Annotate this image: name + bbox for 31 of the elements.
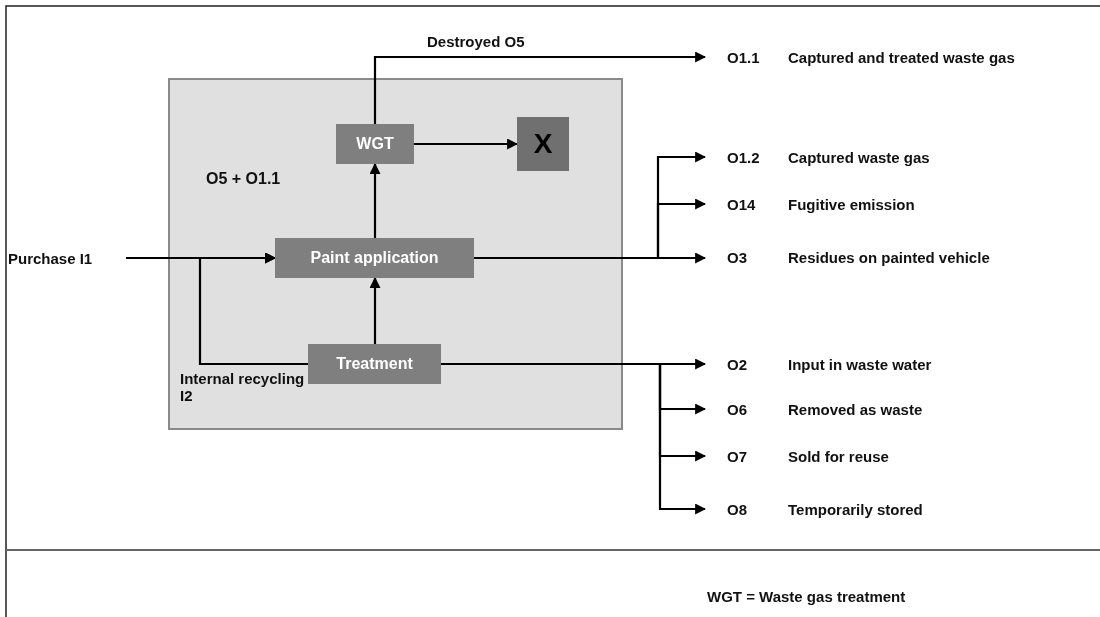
output-description: Temporarily stored xyxy=(788,500,923,518)
output-code: O8 xyxy=(727,500,747,518)
output-code: O6 xyxy=(727,400,747,418)
process-box: WGT xyxy=(336,124,414,164)
process-box: Paint application xyxy=(275,238,474,278)
output-code: O2 xyxy=(727,355,747,373)
output-code: O1.2 xyxy=(727,148,760,166)
sink-box: X xyxy=(517,117,569,171)
arrow xyxy=(369,276,381,344)
output-description: Fugitive emission xyxy=(788,195,915,213)
process-box: Treatment xyxy=(308,344,441,384)
process-group-box xyxy=(168,78,623,430)
output-description: Captured waste gas xyxy=(788,148,930,166)
arrow xyxy=(373,51,707,124)
output-code: O3 xyxy=(727,248,747,266)
output-code: O7 xyxy=(727,447,747,465)
input-label: Purchase I1 xyxy=(8,246,126,270)
edge-label: Destroyed O5 xyxy=(427,33,526,50)
output-description: Removed as waste xyxy=(788,400,923,418)
output-description: Captured and treated waste gas xyxy=(788,48,1015,66)
output-code: O1.1 xyxy=(727,48,760,66)
arrow xyxy=(198,252,308,366)
output-description: Input in waste water xyxy=(788,355,932,373)
edge-label: Internal recycling I2 xyxy=(180,370,306,404)
output-description: Sold for reuse xyxy=(788,447,889,465)
arrow xyxy=(414,138,519,150)
arrow xyxy=(369,162,381,238)
legend-note: WGT = Waste gas treatment xyxy=(707,588,906,605)
group-label: O5 + O1.1 xyxy=(206,170,281,188)
output-code: O14 xyxy=(727,195,756,213)
output-description: Residues on painted vehicle xyxy=(788,248,990,266)
